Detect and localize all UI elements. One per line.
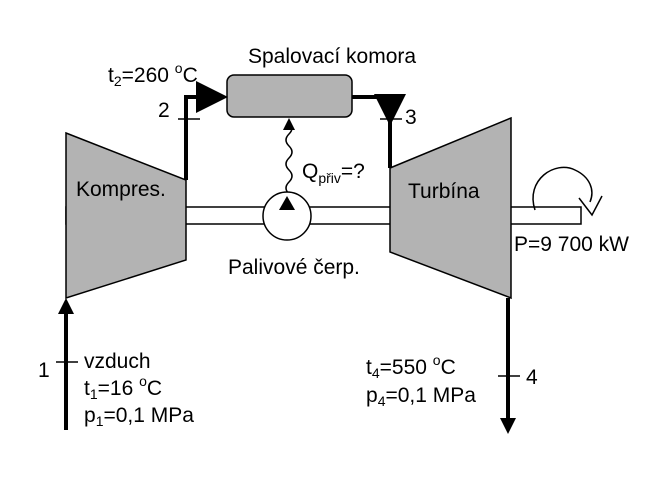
point-1-label: 1 [38,359,50,382]
t1-label: t1=16 oC [84,373,162,402]
t2-label: t2=260 oC [108,60,198,89]
compressor [65,131,187,300]
pump-triangle [279,196,295,210]
heat-input-label: Qpřiv=? [302,160,365,186]
compressor-label: Kompres. [76,178,166,201]
combustion-chamber-label: Spalovací komora [248,45,416,68]
heat-arrowhead [283,118,295,130]
p1-label: p1=0,1 MPa [84,404,194,429]
turbine [389,116,512,300]
turbine-label: Turbína [408,180,480,203]
flow-line-3 [352,94,406,126]
point-4-label: 4 [526,366,538,389]
p4-label: p4=0,1 MPa [366,384,476,409]
point-2-label: 2 [158,99,170,122]
air-label: vzduch [84,350,151,373]
heat-input-arrow [285,120,293,195]
power-label: P=9 700 kW [514,233,629,256]
outlet-arrowhead [500,418,516,434]
flow-line-2 [184,81,228,180]
point-3-label: 3 [405,106,417,129]
rotation-arrowhead [578,195,603,217]
fuel-pump-label: Palivové čerp. [228,256,360,279]
inlet-arrowhead [58,298,74,314]
t4-label: t4=550 oC [366,352,456,381]
rotation-arrow [532,166,593,211]
fuel-pump [262,191,312,241]
combustion-chamber [226,74,353,118]
